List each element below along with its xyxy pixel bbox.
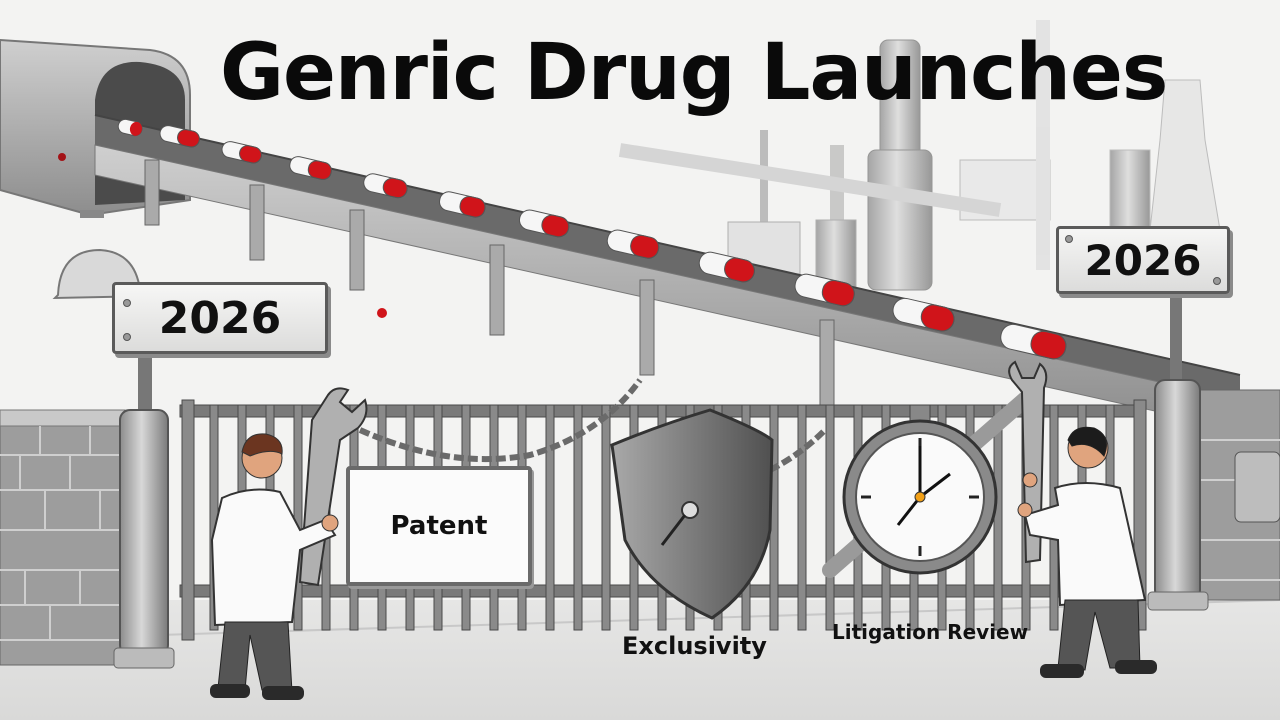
litigation-review-label: Litigation Review — [832, 620, 1029, 644]
chain — [358, 378, 643, 463]
gate-pillar-left — [113, 300, 175, 669]
shield-icon — [610, 408, 774, 620]
year-sign-right: 2026 — [1056, 226, 1230, 294]
page-title: Genric Drug Launches — [220, 28, 1168, 118]
rivet-icon — [123, 333, 131, 341]
exclusivity-label: Exclusivity — [622, 632, 767, 660]
year-sign-right-text: 2026 — [1084, 235, 1202, 285]
year-sign-left: 2026 — [112, 282, 328, 354]
rivet-icon — [1065, 235, 1073, 243]
patent-label: Patent — [390, 511, 488, 541]
rivet-icon — [1213, 277, 1221, 285]
brick-wall-left — [0, 409, 126, 666]
rivet-icon — [123, 299, 131, 307]
worker-right — [1017, 426, 1157, 678]
gate-pillar-right — [1147, 275, 1209, 611]
chain — [768, 427, 828, 473]
brick-wall-right — [1194, 389, 1280, 601]
year-sign-left-text: 2026 — [158, 292, 282, 344]
clock-icon — [842, 404, 998, 575]
pills — [117, 118, 1067, 360]
worker-left — [210, 433, 339, 700]
patent-sign: Patent — [346, 466, 532, 586]
